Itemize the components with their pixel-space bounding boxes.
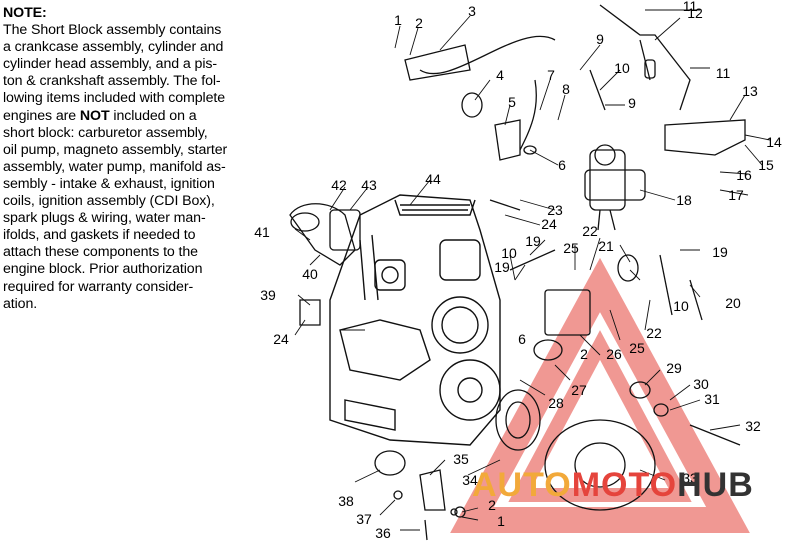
callout-label: 19 [494, 259, 510, 275]
callout-label: 21 [598, 238, 614, 254]
callout-label: 11 [716, 65, 731, 81]
callout-label: 27 [571, 382, 587, 398]
note-body-part2: included on a short block: carburetor as… [3, 107, 228, 312]
callout-label: 39 [260, 287, 276, 303]
leader-lines [294, 9, 771, 531]
callout-label: 20 [725, 295, 741, 311]
callout-label: 8 [562, 81, 570, 97]
callout-label: 7 [547, 67, 555, 83]
callout-label: 6 [558, 157, 566, 173]
callout-label: 40 [302, 266, 318, 282]
callout-label: 43 [361, 177, 377, 193]
note-heading: NOTE: [3, 5, 47, 21]
callout-label: 19 [712, 244, 728, 260]
callout-label: 14 [766, 134, 782, 150]
note-not-word: NOT [79, 107, 110, 124]
watermark-text: AUTOMOTOHUB [472, 466, 754, 505]
callout-label: 37 [356, 511, 372, 527]
callout-label: 2 [488, 497, 496, 513]
callout-label: 10 [501, 245, 517, 261]
callout-label: 36 [375, 525, 391, 541]
callout-label: 25 [563, 240, 579, 256]
callout-label: 11 [683, 0, 698, 14]
callout-label: 6 [518, 331, 526, 347]
callout-label: 5 [508, 94, 516, 110]
callout-label: 10 [614, 60, 630, 76]
callout-label: 44 [425, 171, 441, 187]
callout-label: 34 [462, 472, 478, 488]
callout-label: 9 [628, 95, 636, 111]
watermark-part1: AUTO [472, 466, 572, 504]
note-text: NOTE: The Short Block assembly contains … [3, 5, 238, 313]
watermark-part2: MOTO [571, 466, 678, 504]
callout-label: 18 [676, 192, 692, 208]
callout-label: 32 [745, 418, 761, 434]
callout-label: 1 [497, 513, 505, 529]
callout-label: 31 [704, 391, 720, 407]
callout-label: 13 [742, 83, 758, 99]
callout-label: 2 [415, 15, 423, 31]
callout-label: 9 [596, 31, 604, 47]
callout-label: 24 [541, 216, 557, 232]
note-body-part1: The Short Block assembly contains a cran… [3, 22, 226, 124]
callout-label: 1 [394, 12, 402, 28]
callout-label: 33 [682, 470, 698, 486]
callout-label: 23 [547, 202, 563, 218]
callout-label: 38 [338, 493, 354, 509]
callout-label: 15 [758, 157, 774, 173]
callout-labels: 1 2 3 4 5 6 7 8 9 9 10 11 11 12 13 14 15… [254, 0, 782, 541]
callout-label: 19 [525, 233, 541, 249]
callout-label: 25 [629, 340, 645, 356]
callout-label: 17 [728, 187, 744, 203]
callout-label: 35 [453, 451, 469, 467]
callout-label: 22 [646, 325, 662, 341]
callout-label: 42 [331, 177, 347, 193]
callout-label: 12 [687, 5, 703, 21]
callout-label: 30 [693, 376, 709, 392]
callout-label: 22 [582, 223, 598, 239]
engine-block-illustration [329, 194, 501, 446]
misc-parts-illustration [299, 4, 746, 541]
callout-label: 10 [673, 298, 689, 314]
callout-label: 2 [580, 346, 588, 362]
callout-label: 26 [606, 346, 622, 362]
callout-label: 41 [254, 224, 270, 240]
intake-manifold-illustration [289, 203, 361, 266]
callout-label: 4 [496, 67, 504, 83]
callout-label: 16 [736, 167, 752, 183]
callout-label: 24 [273, 331, 289, 347]
callout-label: 28 [548, 395, 564, 411]
callout-label: 3 [468, 3, 476, 19]
carburetor-illustration [584, 144, 646, 231]
callout-label: 29 [666, 360, 682, 376]
watermark-part3: HUB [677, 466, 754, 504]
